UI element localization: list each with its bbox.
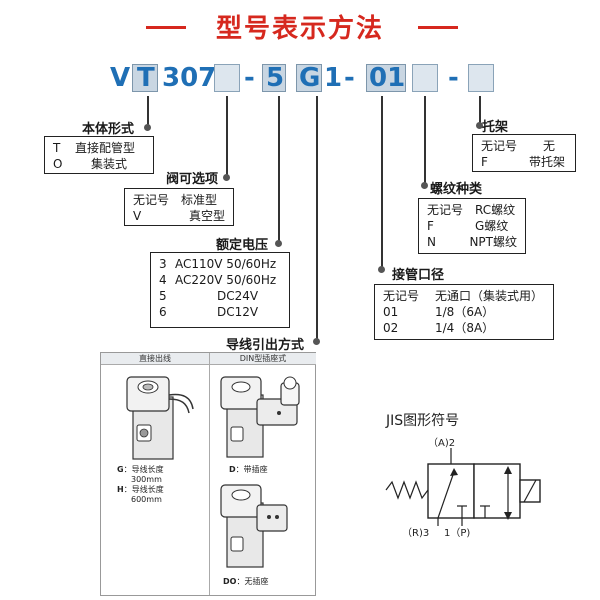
leader-body xyxy=(147,96,149,128)
leader-option-dot xyxy=(223,174,230,181)
leader-bracket-dot xyxy=(476,122,483,129)
lead-col2-header: DIN型插座式 xyxy=(210,353,316,365)
code-t-box xyxy=(132,64,158,92)
body-type-label: 本体形式 xyxy=(82,122,135,137)
code-01: 01 xyxy=(369,63,406,93)
lead-col1: 直接出线 xyxy=(101,353,209,365)
code-1: 1 xyxy=(324,63,343,93)
leader-port-dot xyxy=(378,266,385,273)
leader-lead-dot xyxy=(313,338,320,345)
leader-option xyxy=(226,96,228,178)
code-307: 307 xyxy=(162,63,217,93)
leader-body-dot xyxy=(144,124,151,131)
jis-port-a: （A)2 xyxy=(428,438,456,449)
valve-direct-lead-image xyxy=(126,376,194,460)
page-title: 型号表示方法 xyxy=(215,14,384,44)
code-v: V xyxy=(110,63,131,93)
lead-label: 导线引出方式 xyxy=(226,338,305,353)
jis-label: JIS图形符号 xyxy=(386,413,460,429)
code-5-box xyxy=(262,64,286,92)
lead-col1-header: 直接出线 xyxy=(101,353,209,365)
leader-voltage xyxy=(278,96,280,244)
lead-g-option: G：导线长度 300mm H：导线长度 600mm xyxy=(117,465,164,504)
jis-symbol xyxy=(385,448,541,526)
code-g-box xyxy=(296,64,322,92)
leader-port xyxy=(381,96,383,270)
leader-voltage-dot xyxy=(275,240,282,247)
code-g: G xyxy=(299,63,321,93)
bracket-row: 无记号无 xyxy=(481,139,556,153)
title-bar: 型号表示方法 xyxy=(0,8,600,44)
code-thread-box xyxy=(412,64,438,92)
voltage-label: 额定电压 xyxy=(216,238,269,253)
lead-col2: DIN型插座式 xyxy=(209,353,316,595)
port-row: 无记号无通口（集装式用） xyxy=(383,289,544,303)
model-code-row: V T 307 - 5 G 1 - 01 - xyxy=(0,62,600,96)
code-bracket-box xyxy=(468,64,494,92)
code-dash-1: - xyxy=(244,63,255,93)
thread-label: 螺纹种类 xyxy=(430,182,483,197)
lead-do-option: DO：无插座 xyxy=(223,577,269,586)
bracket-label: 托架 xyxy=(482,120,509,135)
lead-d-option: D：带插座 xyxy=(229,465,268,474)
leader-thread-dot xyxy=(421,182,428,189)
jis-port-r: （R)3 xyxy=(402,528,430,539)
title-left-dash xyxy=(146,26,186,29)
leader-lead xyxy=(316,96,318,342)
jis-port-p: 1（P) xyxy=(444,528,471,539)
valve-din-no-connector-image xyxy=(220,484,288,568)
code-dash-2: - xyxy=(344,63,355,93)
valve-option-label: 阀可选项 xyxy=(166,172,219,187)
leader-bracket xyxy=(479,96,481,128)
port-label: 接管口径 xyxy=(392,268,445,283)
code-5: 5 xyxy=(266,63,285,93)
code-01-box xyxy=(366,64,406,92)
leader-thread xyxy=(424,96,426,186)
code-dash-3: - xyxy=(448,63,459,93)
valve-din-connector-image xyxy=(220,376,300,458)
title-right-dash xyxy=(418,26,458,29)
lead-panel: 直接出线 DIN型插座式 G：导线长度 300mm H：导线长度 600mm D… xyxy=(100,352,316,596)
valve-option-row: 无记号标准型 xyxy=(133,193,218,207)
code-t: T xyxy=(137,63,155,93)
code-option-box xyxy=(214,64,240,92)
